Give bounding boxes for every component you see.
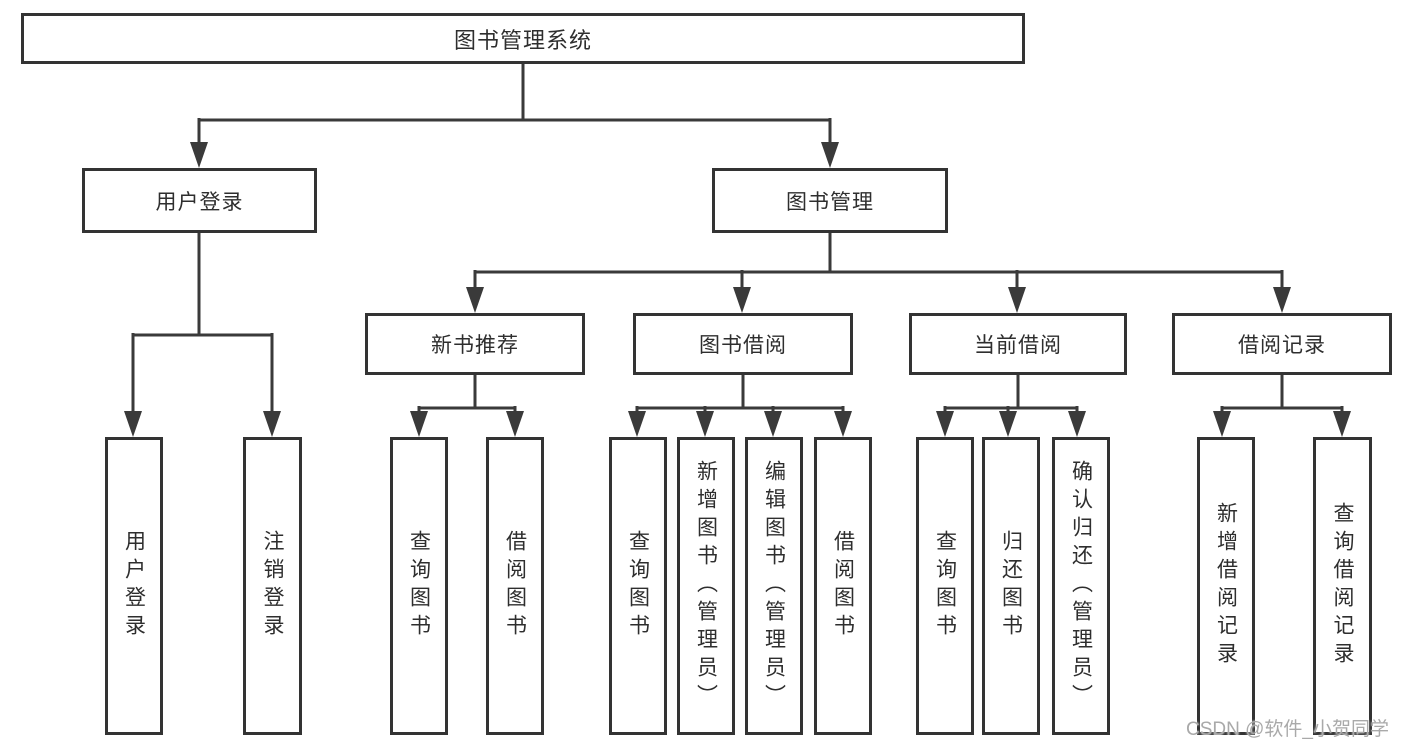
- node-add-books-admin: 新增图书（管理员）: [677, 437, 735, 735]
- connector-new-book-recommendation-branch: [410, 375, 524, 437]
- node-label: 新增图书（管理员）: [694, 460, 718, 712]
- node-new-book-recommendation: 新书推荐: [365, 313, 585, 375]
- node-current-borrowing: 当前借阅: [909, 313, 1127, 375]
- node-edit-books-admin: 编辑图书（管理员）: [745, 437, 803, 735]
- node-label: 查询图书: [626, 530, 650, 642]
- node-label: 当前借阅: [974, 334, 1062, 357]
- node-confirm-return-admin: 确认归还（管理员）: [1052, 437, 1110, 735]
- node-query-books-recommend: 查询图书: [390, 437, 448, 735]
- node-library-management-system: 图书管理系统: [21, 13, 1025, 64]
- node-label: 图书管理系统: [453, 27, 592, 53]
- node-label: 归还图书: [999, 530, 1023, 642]
- node-label: 确认归还（管理员）: [1069, 460, 1093, 712]
- node-return-books: 归还图书: [982, 437, 1040, 735]
- node-book-borrowing: 图书借阅: [633, 313, 853, 375]
- csdn-watermark: CSDN @软件_小贺同学: [1186, 719, 1389, 740]
- node-label: 查询图书: [407, 530, 431, 642]
- node-label: 借阅图书: [503, 530, 527, 642]
- node-label: 新增借阅记录: [1214, 502, 1238, 670]
- node-label: 注销登录: [261, 530, 284, 642]
- node-label: 编辑图书（管理员）: [762, 460, 786, 712]
- connector-borrowing-records-branch: [1213, 375, 1351, 437]
- node-user-login: 用户登录: [82, 168, 317, 233]
- connector-root-branch: [190, 63, 839, 168]
- node-label: 用户登录: [155, 190, 244, 214]
- node-user-login-leaf: 用户登录: [105, 437, 163, 735]
- node-label: 借阅记录: [1238, 334, 1326, 357]
- connector-book-borrowing-branch: [628, 375, 852, 437]
- connector-current-borrowing-branch: [936, 375, 1086, 437]
- connector-book-management-branch: [466, 233, 1291, 313]
- node-label: 新书推荐: [431, 334, 519, 357]
- node-query-borrowing-record: 查询借阅记录: [1313, 437, 1372, 735]
- node-logout-leaf: 注销登录: [243, 437, 302, 735]
- node-label: 借阅图书: [831, 530, 855, 642]
- node-query-books-borrowing: 查询图书: [609, 437, 667, 735]
- node-borrowing-records: 借阅记录: [1172, 313, 1392, 375]
- node-query-books-current: 查询图书: [916, 437, 974, 735]
- node-label: 图书管理: [786, 190, 874, 214]
- node-book-management: 图书管理: [712, 168, 948, 233]
- connector-user-login-branch: [124, 233, 281, 437]
- node-borrow-books-borrowing: 借阅图书: [814, 437, 872, 735]
- node-label: 查询借阅记录: [1331, 502, 1354, 670]
- node-label: 图书借阅: [699, 334, 787, 357]
- node-label: 查询图书: [933, 530, 957, 642]
- node-borrow-books-recommend: 借阅图书: [486, 437, 544, 735]
- node-add-borrowing-record: 新增借阅记录: [1197, 437, 1255, 735]
- node-label: 用户登录: [122, 530, 146, 642]
